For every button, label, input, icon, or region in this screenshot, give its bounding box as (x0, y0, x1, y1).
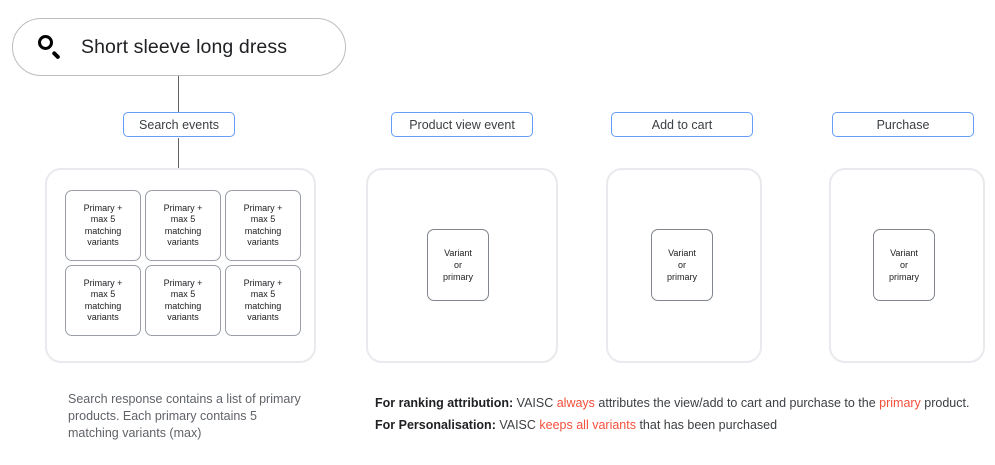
personalisation-part1: VAISC (495, 418, 540, 432)
primary-card-line-1: Primary + (83, 202, 123, 213)
primary-card-line-3: matching (244, 300, 282, 311)
primary-card-line-4: variants (247, 312, 279, 322)
event-label-product-view[interactable]: Product view event (391, 112, 533, 137)
primary-card-line-2: max 5 (250, 214, 276, 224)
primary-product-card[interactable]: Primary + max 5 matching variants (145, 265, 221, 336)
connector-line-bottom (178, 138, 180, 168)
primary-card-line-1: Primary + (163, 277, 203, 288)
primary-product-grid: Primary + max 5 matching variants Primar… (65, 190, 301, 336)
search-box[interactable]: Short sleeve long dress (12, 18, 346, 76)
event-label-add-to-cart[interactable]: Add to cart (611, 112, 753, 137)
ranking-attribution-line: For ranking attribution: VAISC always at… (375, 392, 985, 414)
personalisation-highlight-variants: keeps all variants (539, 418, 636, 432)
ranking-attribution-part1: VAISC (513, 396, 557, 410)
variant-card-line-3: primary (888, 272, 919, 282)
primary-card-line-1: Primary + (163, 202, 203, 213)
primary-card-line-2: max 5 (90, 214, 116, 224)
search-results-panel: Primary + max 5 matching variants Primar… (45, 168, 316, 363)
primary-card-line-3: matching (84, 300, 122, 311)
ranking-attribution-lead: For ranking attribution: (375, 396, 514, 410)
ranking-attribution-highlight-primary: primary (879, 396, 921, 410)
variant-or-primary-card-cart[interactable]: Variant or primary (651, 229, 713, 301)
primary-card-line-2: max 5 (250, 289, 276, 299)
primary-card-line-4: variants (87, 237, 119, 247)
connector-line-top (178, 76, 180, 113)
primary-product-card[interactable]: Primary + max 5 matching variants (65, 190, 141, 261)
personalisation-lead: For Personalisation: (375, 418, 496, 432)
primary-card-line-2: max 5 (90, 289, 116, 299)
event-label-purchase[interactable]: Purchase (832, 112, 974, 137)
variant-card-line-2: or (677, 260, 686, 270)
search-icon (37, 34, 63, 60)
variant-or-primary-card-view[interactable]: Variant or primary (427, 229, 489, 301)
event-label-search[interactable]: Search events (123, 112, 235, 137)
variant-card-line-1: Variant (890, 248, 918, 258)
variant-card-line-2: or (899, 260, 908, 270)
primary-card-line-3: matching (84, 225, 122, 236)
primary-card-line-1: Primary + (243, 277, 283, 288)
primary-card-line-3: matching (164, 225, 202, 236)
attribution-notes: For ranking attribution: VAISC always at… (375, 392, 985, 436)
search-response-caption: Search response contains a list of prima… (68, 392, 301, 440)
primary-product-card[interactable]: Primary + max 5 matching variants (65, 265, 141, 336)
variant-or-primary-card-purchase[interactable]: Variant or primary (873, 229, 935, 301)
variant-card-line-3: primary (666, 272, 697, 282)
primary-product-card[interactable]: Primary + max 5 matching variants (225, 190, 301, 261)
primary-card-line-3: matching (244, 225, 282, 236)
personalisation-line: For Personalisation: VAISC keeps all var… (375, 414, 985, 436)
primary-card-line-4: variants (167, 237, 199, 247)
personalisation-part2: that has been purchased (635, 418, 778, 432)
variant-card-line-1: Variant (444, 248, 472, 258)
ranking-attribution-part2: attributes the view/add to cart and purc… (594, 396, 880, 410)
primary-card-line-4: variants (247, 237, 279, 247)
primary-card-line-1: Primary + (243, 202, 283, 213)
primary-product-card[interactable]: Primary + max 5 matching variants (145, 190, 221, 261)
primary-card-line-2: max 5 (170, 214, 196, 224)
ranking-attribution-highlight-always: always (556, 396, 595, 410)
variant-card-line-1: Variant (668, 248, 696, 258)
variant-card-line-3: primary (442, 272, 473, 282)
variant-card-line-2: or (453, 260, 462, 270)
primary-product-card[interactable]: Primary + max 5 matching variants (225, 265, 301, 336)
ranking-attribution-part3: product. (920, 396, 970, 410)
primary-card-line-2: max 5 (170, 289, 196, 299)
primary-card-line-4: variants (87, 312, 119, 322)
primary-card-line-4: variants (167, 312, 199, 322)
primary-card-line-1: Primary + (83, 277, 123, 288)
search-query-text: Short sleeve long dress (81, 35, 288, 58)
primary-card-line-3: matching (164, 300, 202, 311)
